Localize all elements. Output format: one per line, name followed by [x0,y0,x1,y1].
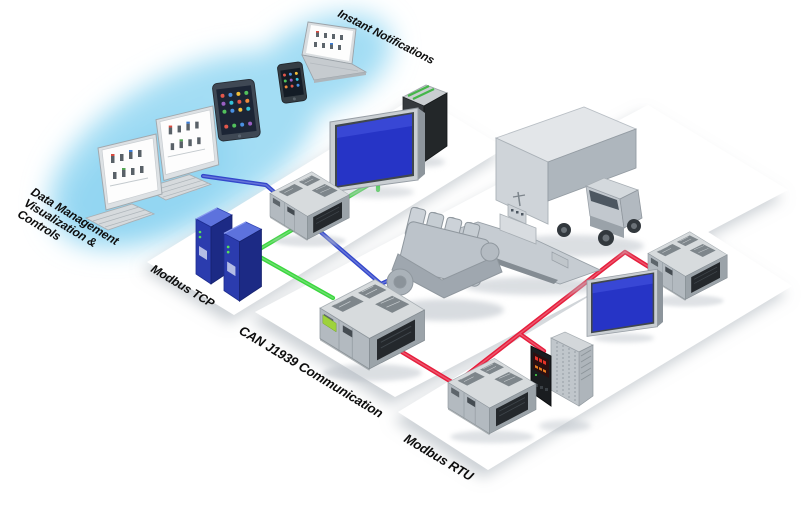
hmi-display-2 [586,268,664,343]
laptop [301,21,368,83]
plc-controller-4 [447,357,537,444]
diesel-engine [386,206,504,321]
protocol-gateway-2 [223,221,263,302]
plc-controller-3 [647,231,728,307]
plc-controller-1 [269,171,350,247]
smartphone [277,61,308,104]
tablet [212,79,261,142]
hmi-display-1 [329,107,426,198]
plc-gateway-controller [319,279,425,382]
